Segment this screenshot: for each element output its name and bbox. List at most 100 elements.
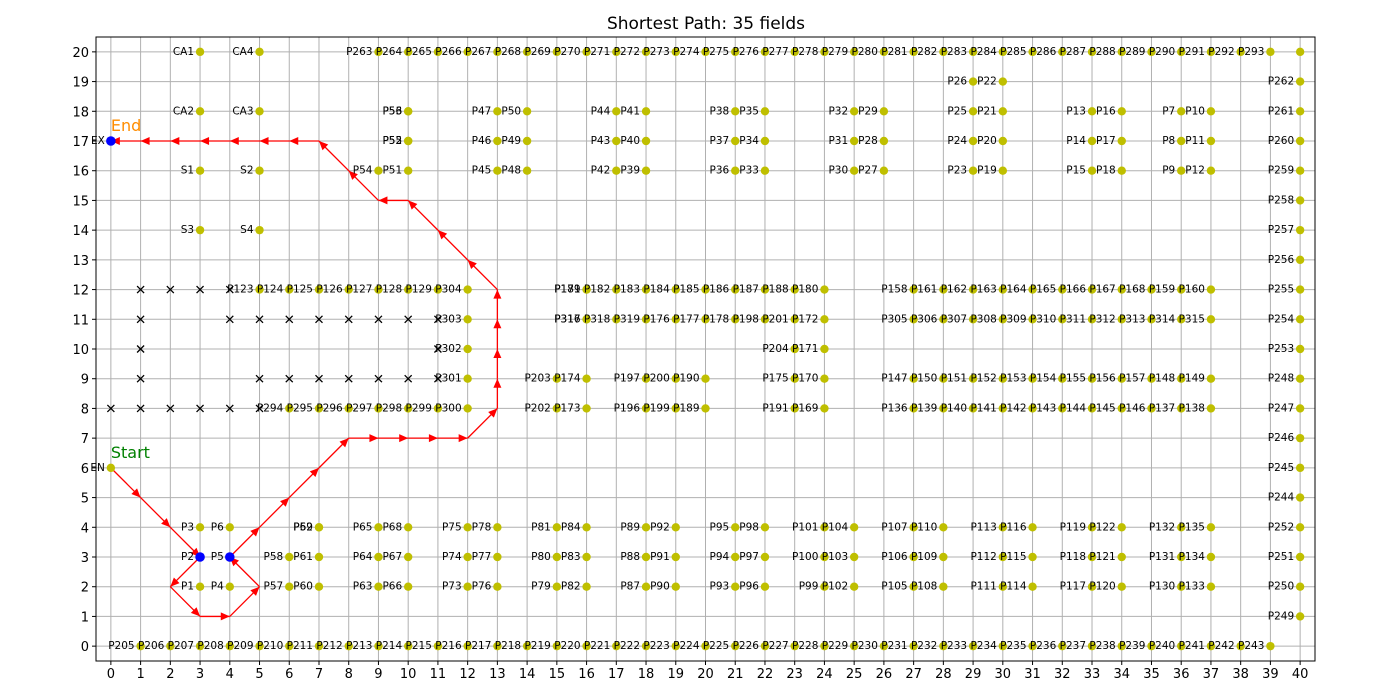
field-point — [820, 641, 829, 651]
field-point — [1117, 107, 1126, 116]
field-point — [909, 404, 918, 413]
point-label: P223 — [643, 640, 669, 652]
field-point — [968, 641, 978, 651]
point-label: P178 — [703, 313, 729, 325]
point-label: P77 — [472, 551, 492, 563]
point-label: P136 — [881, 402, 908, 414]
field-point — [255, 47, 264, 57]
point-label: P150 — [911, 373, 937, 385]
point-label: P93 — [710, 581, 730, 593]
obstacle-x-icon — [433, 345, 442, 353]
x-tick-label: 5 — [255, 667, 263, 682]
field-point — [671, 552, 680, 562]
point-label: CA4 — [232, 46, 254, 58]
field-point — [641, 136, 651, 146]
field-point — [1058, 315, 1067, 324]
field-point — [403, 107, 413, 116]
point-label: P309 — [1000, 313, 1026, 325]
field-point — [403, 166, 413, 175]
field-point — [314, 523, 324, 532]
point-label: P179 — [554, 284, 580, 296]
field-point — [731, 552, 740, 562]
field-point — [1117, 552, 1126, 562]
field-point — [820, 47, 829, 57]
point-label: P294 — [257, 402, 284, 414]
field-point — [701, 641, 710, 651]
field-point — [760, 47, 770, 57]
point-label: P17 — [1096, 135, 1116, 147]
x-tick-label: 35 — [1143, 667, 1160, 682]
field-point — [760, 136, 770, 146]
point-label: P24 — [947, 135, 967, 147]
field-point — [820, 552, 829, 562]
x-tick-label: 40 — [1292, 667, 1309, 682]
point-label: P272 — [614, 46, 640, 58]
point-label: P284 — [970, 46, 997, 58]
point-label: P154 — [1030, 373, 1057, 385]
point-label: P261 — [1268, 105, 1294, 117]
point-label: P38 — [710, 105, 730, 117]
path-arrowhead — [399, 434, 409, 443]
field-point — [552, 641, 562, 651]
field-point — [1058, 374, 1067, 383]
point-label: P172 — [792, 313, 818, 325]
field-point — [671, 404, 680, 413]
y-tick-label: 2 — [81, 581, 89, 596]
field-point — [1206, 315, 1216, 324]
x-tick-label: 30 — [995, 667, 1012, 682]
field-point — [463, 344, 472, 354]
field-point — [1117, 47, 1126, 57]
y-tick-label: 6 — [81, 462, 89, 477]
point-label: P258 — [1268, 194, 1294, 206]
point-label: P109 — [911, 551, 937, 563]
point-label: P75 — [442, 521, 462, 533]
field-point — [701, 47, 710, 57]
point-label: P128 — [376, 284, 402, 296]
point-label: P22 — [977, 76, 997, 88]
field-point — [433, 641, 443, 651]
obstacle-x-icon — [255, 315, 264, 324]
field-point — [493, 523, 502, 532]
obstacle-x-icon — [136, 315, 145, 324]
field-point — [1266, 47, 1275, 57]
field-point — [374, 404, 383, 413]
field-point — [285, 552, 294, 562]
point-label: P291 — [1179, 46, 1205, 58]
y-tick-label: 14 — [72, 224, 89, 239]
field-point — [671, 582, 680, 591]
point-label: P164 — [1000, 284, 1027, 296]
field-point — [701, 285, 710, 294]
point-label: P289 — [1119, 46, 1145, 58]
point-label: P252 — [1268, 521, 1294, 533]
point-label: P287 — [1060, 46, 1086, 58]
field-points — [106, 47, 1305, 651]
x-tick-label: 3 — [196, 667, 204, 682]
point-label: P19 — [977, 165, 997, 177]
obstacle-x-icon — [374, 374, 383, 383]
field-point — [1028, 374, 1037, 383]
point-label: P119 — [1060, 521, 1086, 533]
field-point — [285, 285, 294, 294]
field-point — [1206, 47, 1216, 57]
y-tick-label: 9 — [81, 373, 89, 388]
point-label: P296 — [316, 402, 343, 414]
point-label: P60 — [293, 581, 313, 593]
point-label: P15 — [1066, 165, 1086, 177]
y-tick-label: 12 — [72, 284, 89, 299]
field-point — [760, 641, 770, 651]
point-label: P278 — [792, 46, 818, 58]
point-label: P99 — [799, 581, 819, 593]
point-label: P277 — [762, 46, 788, 58]
field-point — [1117, 136, 1126, 146]
point-label: P97 — [739, 551, 759, 563]
field-point — [790, 641, 799, 651]
field-point — [909, 315, 918, 324]
point-label: EX — [91, 135, 105, 147]
x-tick-label: 1 — [136, 667, 144, 682]
field-point — [1206, 523, 1216, 532]
x-tick-label: 11 — [430, 667, 447, 682]
y-tick-label: 15 — [72, 194, 89, 209]
x-tick-label: 32 — [1054, 667, 1071, 682]
